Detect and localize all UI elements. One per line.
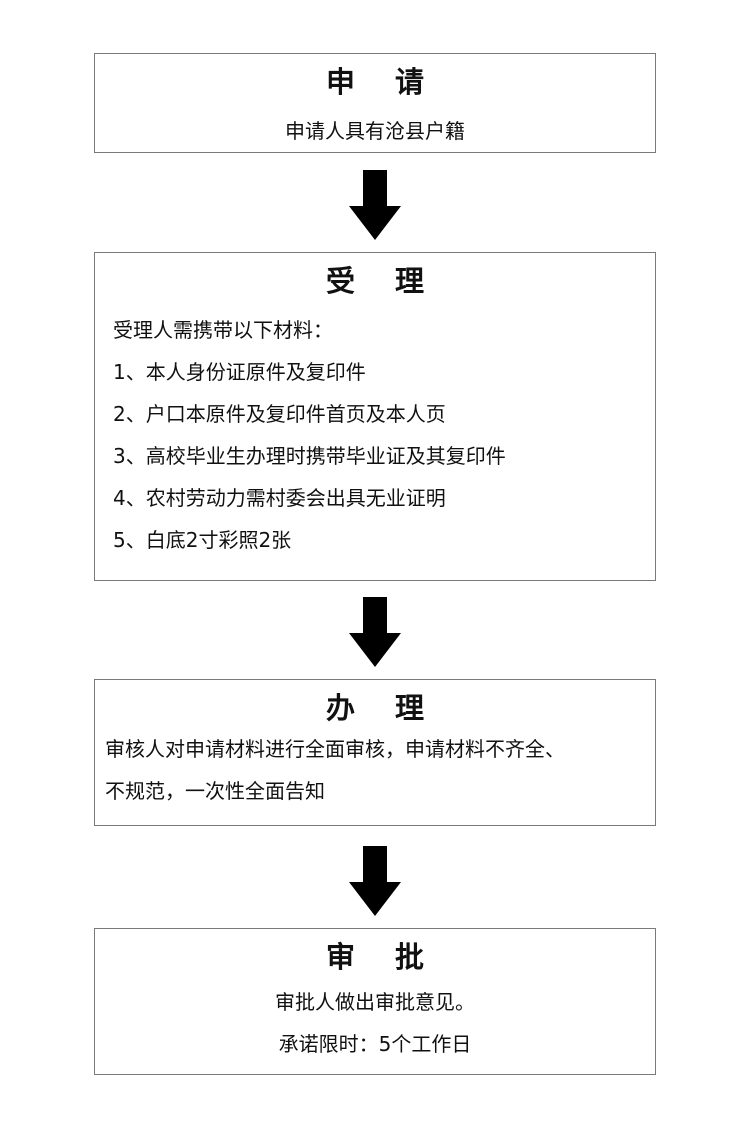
down-arrow-icon xyxy=(349,597,401,667)
step-approve-title: 审 批 xyxy=(325,940,440,974)
step-apply-line-1: 申请人具有沧县户籍 xyxy=(285,119,465,143)
step-accept-line-1: 受理人需携带以下材料： xyxy=(113,318,333,342)
step-approve-line-1: 审批人做出审批意见。 xyxy=(275,990,475,1014)
step-handle-title: 办 理 xyxy=(325,691,440,725)
down-arrow-icon xyxy=(349,846,401,916)
step-accept-line-6: 5、白底2寸彩照2张 xyxy=(113,528,292,552)
step-handle-box: 办 理 审核人对申请材料进行全面审核，申请材料不齐全、 不规范，一次性全面告知 xyxy=(94,679,656,826)
step-apply-box: 申 请 申请人具有沧县户籍 xyxy=(94,53,656,153)
step-approve-line-2: 承诺限时：5个工作日 xyxy=(278,1032,472,1056)
step-accept-line-4: 3、高校毕业生办理时携带毕业证及其复印件 xyxy=(113,444,506,468)
step-handle-line-2: 不规范，一次性全面告知 xyxy=(105,779,325,803)
step-accept-box: 受 理 受理人需携带以下材料： 1、本人身份证原件及复印件 2、户口本原件及复印… xyxy=(94,252,656,581)
step-apply-title: 申 请 xyxy=(325,65,440,99)
step-handle-line-1: 审核人对申请材料进行全面审核，申请材料不齐全、 xyxy=(105,737,565,761)
step-accept-line-3: 2、户口本原件及复印件首页及本人页 xyxy=(113,402,446,426)
step-accept-title: 受 理 xyxy=(325,264,440,298)
step-approve-box: 审 批 审批人做出审批意见。 承诺限时：5个工作日 xyxy=(94,928,656,1075)
step-accept-line-5: 4、农村劳动力需村委会出具无业证明 xyxy=(113,486,446,510)
step-accept-line-2: 1、本人身份证原件及复印件 xyxy=(113,360,366,384)
down-arrow-icon xyxy=(349,170,401,240)
